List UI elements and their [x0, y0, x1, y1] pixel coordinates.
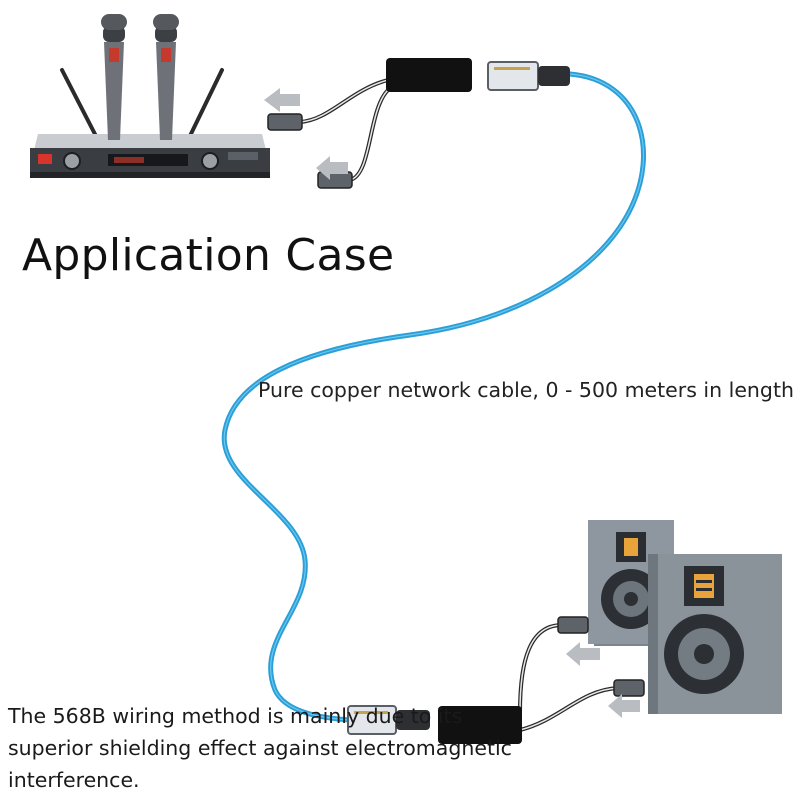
wiring-note-line: The 568B wiring method is mainly due to … — [8, 704, 463, 728]
wiring-note-line: interference. — [8, 768, 140, 792]
direction-arrow-icon — [316, 156, 348, 180]
cable-caption: Pure copper network cable, 0 - 500 meter… — [258, 378, 794, 402]
wiring-note: The 568B wiring method is mainly due to … — [8, 700, 528, 796]
xlr-to-rj45-adapter-top — [264, 58, 570, 189]
xlr-to-rj45-adapter-bottom — [347, 616, 645, 744]
direction-arrow-icon — [608, 694, 640, 718]
wireless-microphone-receiver-icon — [30, 14, 270, 178]
direction-arrow-icon — [264, 88, 300, 112]
studio-monitor-speakers-icon — [588, 520, 782, 714]
direction-arrow-icon — [566, 642, 600, 666]
wiring-note-line: superior shielding effect against electr… — [8, 736, 512, 760]
page-title: Application Case — [22, 230, 395, 281]
